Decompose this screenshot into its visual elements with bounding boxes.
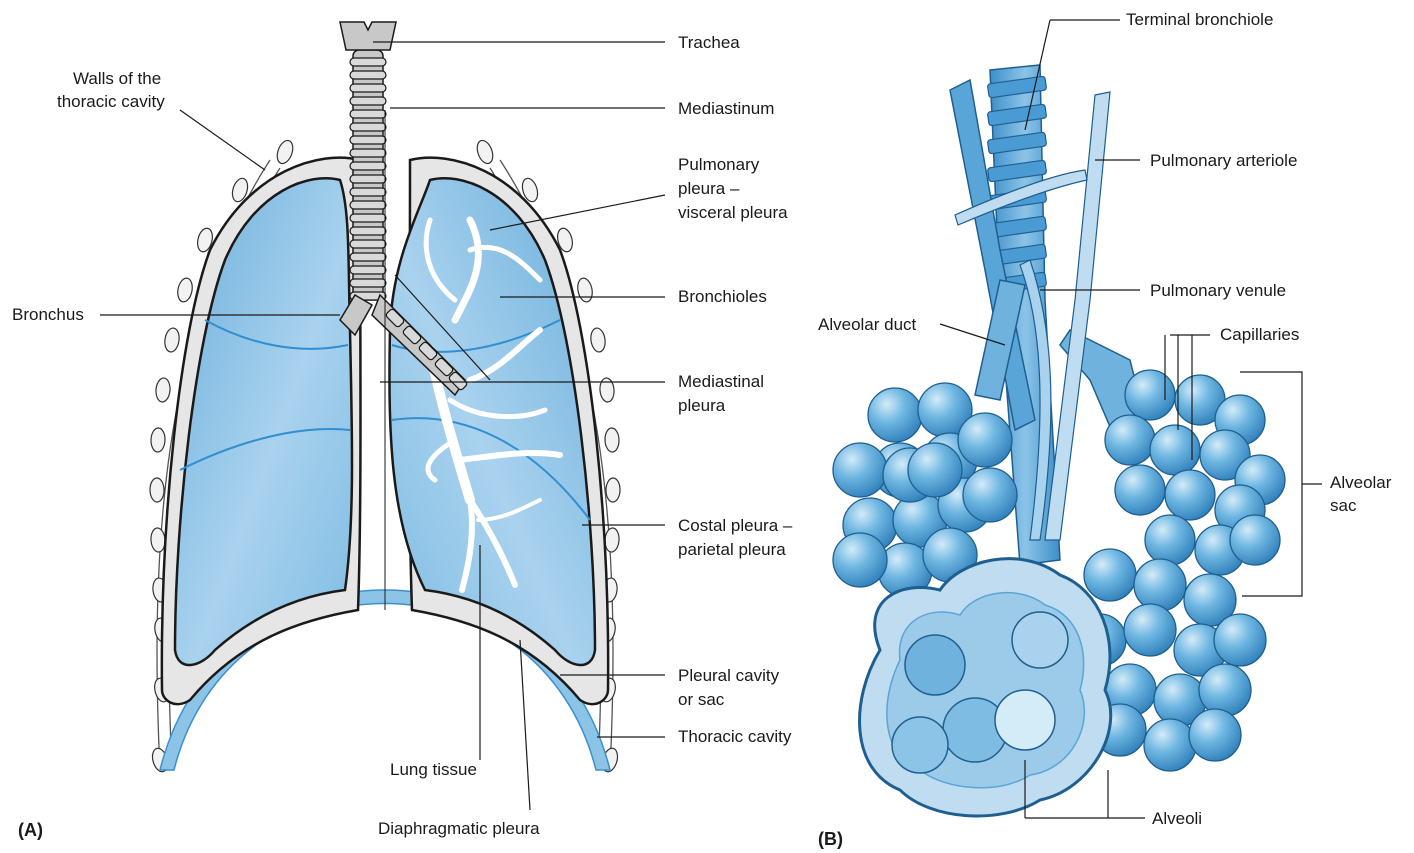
alveolus	[1199, 664, 1251, 716]
rib-section	[599, 377, 615, 402]
label-bronchioles: Bronchioles	[678, 287, 767, 306]
alveolus	[1144, 719, 1196, 771]
alveolus	[1084, 549, 1136, 601]
trachea-ring	[350, 227, 386, 235]
label-costal-pleura-line1: Costal pleura –	[678, 516, 793, 535]
label-capillaries: Capillaries	[1220, 325, 1299, 344]
trachea-ring	[350, 71, 386, 79]
alveolus	[963, 468, 1017, 522]
alveolus	[868, 388, 922, 442]
label-terminal-bronchiole: Terminal bronchiole	[1126, 10, 1273, 29]
label-bronchus: Bronchus	[12, 305, 84, 324]
label-mediastinal-pleura-line1: Mediastinal	[678, 372, 764, 391]
rib-section	[605, 428, 620, 452]
panel-b-alveoli: Terminal bronchiole Pulmonary arteriole …	[818, 10, 1392, 849]
label-lung-tissue: Lung tissue	[390, 760, 477, 779]
alveolus	[833, 443, 887, 497]
alveolus	[908, 443, 962, 497]
label-alveolar-duct: Alveolar duct	[818, 315, 917, 334]
trachea-ring	[350, 266, 386, 274]
label-pulmonary-venule: Pulmonary venule	[1150, 281, 1286, 300]
panel-label-a: (A)	[18, 820, 43, 840]
panel-label-b: (B)	[818, 829, 843, 849]
rib-section	[576, 277, 594, 303]
pulmonary-arteriole	[1045, 92, 1110, 540]
trachea-ring	[350, 123, 386, 131]
alveolus	[958, 413, 1012, 467]
trachea-ring	[350, 201, 386, 209]
alveolar-sac-cluster-right	[1105, 370, 1285, 575]
alveolus	[1145, 515, 1195, 565]
trachea-ring	[350, 149, 386, 157]
alveolus	[1115, 465, 1165, 515]
alveolus	[1230, 515, 1280, 565]
rib-section	[151, 428, 166, 452]
label-pulmonary-pleura-line3: visceral pleura	[678, 203, 788, 222]
trachea-ring	[350, 97, 386, 105]
trachea-top	[340, 22, 396, 50]
rib-section	[163, 327, 180, 353]
alveolus	[1214, 614, 1266, 666]
label-alveolar-sac-line1: Alveolar	[1330, 473, 1392, 492]
label-costal-pleura-line2: parietal pleura	[678, 540, 786, 559]
label-alveolar-sac-line2: sac	[1330, 496, 1357, 515]
trachea-ring	[350, 136, 386, 144]
trachea-ring	[350, 175, 386, 183]
rib-section	[589, 327, 606, 353]
rib-section	[150, 478, 164, 502]
rib-section	[150, 528, 166, 553]
trachea-ring	[350, 84, 386, 92]
trachea-ring	[350, 162, 386, 170]
rib-section	[604, 528, 620, 553]
rib-section	[176, 277, 194, 303]
label-trachea: Trachea	[678, 33, 740, 52]
alveolar-sac-cutaway	[860, 559, 1111, 816]
trachea-ring	[350, 279, 386, 287]
alveolus	[1105, 415, 1155, 465]
label-thoracic-cavity: Thoracic cavity	[678, 727, 792, 746]
trachea-ring	[350, 58, 386, 66]
trachea-ring	[350, 214, 386, 222]
trachea-ring	[350, 253, 386, 261]
alveolus	[833, 533, 887, 587]
label-walls-line2: thoracic cavity	[57, 92, 165, 111]
label-diaphragmatic-pleura: Diaphragmatic pleura	[378, 819, 540, 838]
trachea-ring	[350, 188, 386, 196]
trachea-ring	[350, 110, 386, 118]
label-walls-line1: Walls of the	[73, 69, 161, 88]
rib-section	[606, 478, 620, 502]
rib-section	[155, 377, 171, 402]
alveolus	[1165, 470, 1215, 520]
label-pulmonary-pleura-line1: Pulmonary	[678, 155, 760, 174]
alveolus	[1134, 559, 1186, 611]
alveolus	[1125, 370, 1175, 420]
trachea-ring	[350, 240, 386, 248]
label-mediastinal-pleura-line2: pleura	[678, 396, 726, 415]
label-pleural-cavity-line2: or sac	[678, 690, 725, 709]
alveolus	[1189, 709, 1241, 761]
rib-section	[274, 138, 295, 165]
label-pleural-cavity-line1: Pleural cavity	[678, 666, 780, 685]
label-pulmonary-arteriole: Pulmonary arteriole	[1150, 151, 1297, 170]
label-mediastinum: Mediastinum	[678, 99, 774, 118]
label-alveoli: Alveoli	[1152, 809, 1202, 828]
alveolus	[1124, 604, 1176, 656]
panel-a-thorax: Walls of the thoracic cavity Trachea Med…	[12, 22, 793, 840]
rib-section	[474, 138, 495, 165]
label-pulmonary-pleura-line2: pleura –	[678, 179, 740, 198]
